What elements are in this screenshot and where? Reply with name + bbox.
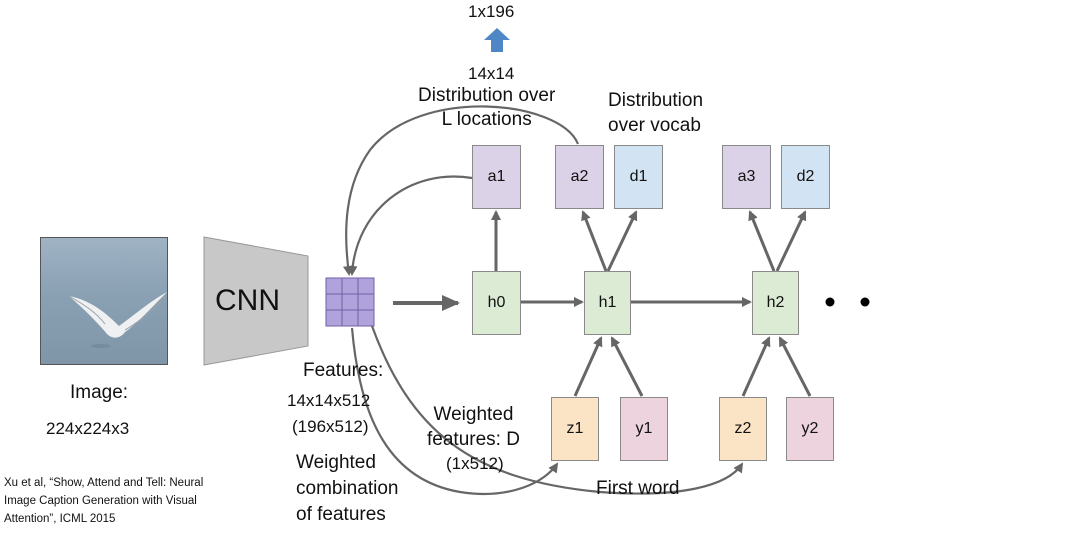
- node-y2: y2: [786, 397, 834, 461]
- first-word-label: First word: [596, 478, 680, 499]
- weighted-combination-line-2: combination: [296, 478, 399, 499]
- h2-to-a3-arrow: [748, 210, 776, 272]
- citation-line-1: Xu et al, “Show, Attend and Tell: Neural: [4, 477, 204, 489]
- h2-to-d2-arrow: [775, 210, 807, 272]
- features-to-z1-curve: [350, 327, 559, 496]
- a1-to-features-curve: [347, 175, 473, 276]
- h1-to-d1-arrow: [606, 210, 638, 272]
- input-image: [40, 237, 168, 365]
- ellipsis-dot-1: [825, 297, 835, 307]
- ellipsis-dot-2: [860, 297, 870, 307]
- weighted-combination-label: Weighted combination of features: [296, 450, 398, 528]
- weighted-combination-line-3: of features: [296, 504, 386, 525]
- node-z2: z2: [719, 397, 767, 461]
- weighted-features-line-1: Weighted: [433, 404, 514, 425]
- features-to-z2-curve: [370, 325, 744, 495]
- output-size-label: 1x196: [468, 2, 515, 21]
- y2-to-h2-arrow: [778, 336, 812, 397]
- feature-grid-icon: [325, 277, 375, 327]
- grid-size-label: 14x14: [468, 64, 515, 83]
- node-d2: d2: [781, 145, 830, 209]
- distribution-vocab-line-2: over vocab: [608, 115, 701, 136]
- weighted-features-line-2: features: D: [427, 429, 520, 450]
- h1-to-a2-arrow: [581, 210, 608, 272]
- node-a2: a2: [555, 145, 604, 209]
- citation-line-3: Attention”, ICML 2015: [4, 513, 116, 525]
- cnn-label: CNN: [215, 284, 280, 317]
- image-size: 224x224x3: [46, 419, 130, 438]
- weighted-features-dims: (1x512): [446, 454, 504, 473]
- distribution-locations-line-2: L locations: [441, 109, 532, 130]
- citation-line-2: Image Caption Generation with Visual: [4, 495, 197, 507]
- up-arrow-icon: [484, 28, 510, 52]
- distribution-locations-label: Distribution over L locations: [418, 84, 555, 132]
- a2-to-features-curve: [342, 105, 580, 276]
- distribution-vocab-line-1: Distribution: [608, 90, 704, 111]
- weighted-features-label: Weighted features: D: [427, 402, 520, 452]
- citation: Xu et al, “Show, Attend and Tell: Neural…: [4, 474, 203, 528]
- features-dims-flat: (196x512): [292, 417, 369, 436]
- distribution-vocab-label: Distribution over vocab: [608, 88, 703, 138]
- distribution-locations-line-1: Distribution over: [418, 85, 556, 106]
- z2-to-h2-arrow: [741, 336, 771, 397]
- z1-to-h1-arrow: [573, 336, 603, 397]
- weighted-combination-line-1: Weighted: [296, 452, 376, 473]
- y1-to-h1-arrow: [610, 336, 644, 397]
- image-label: Image:: [70, 382, 129, 403]
- node-y1: y1: [620, 397, 668, 461]
- cnn-trapezoid: [203, 236, 309, 366]
- node-h0: h0: [472, 271, 521, 335]
- node-h1: h1: [584, 271, 631, 335]
- node-d1: d1: [614, 145, 663, 209]
- node-a3: a3: [722, 145, 771, 209]
- features-label: Features:: [303, 360, 384, 381]
- node-z1: z1: [551, 397, 599, 461]
- features-dims: 14x14x512: [287, 391, 371, 410]
- node-a1: a1: [472, 145, 521, 209]
- bird-icon: [68, 292, 167, 348]
- node-h2: h2: [752, 271, 799, 335]
